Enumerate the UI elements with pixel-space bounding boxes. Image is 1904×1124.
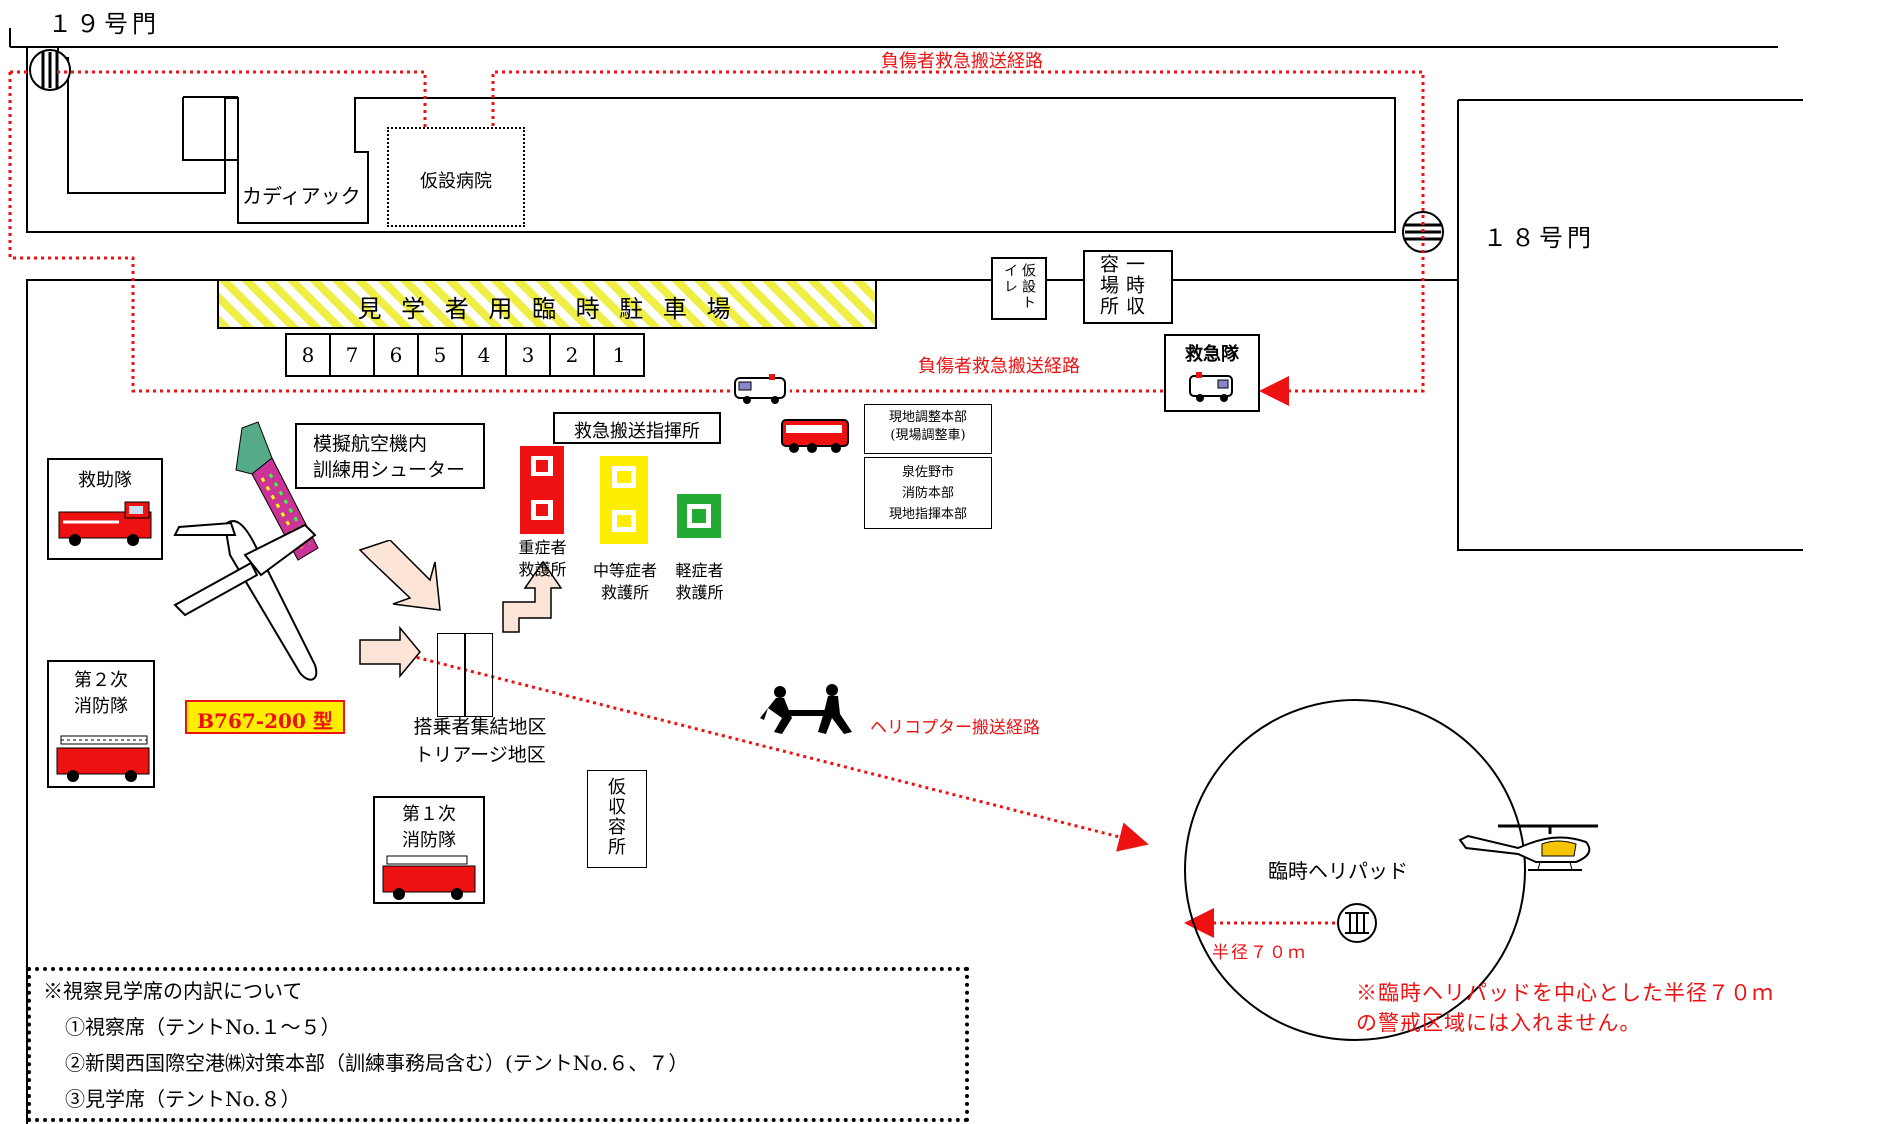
fire-truck-icon-2 xyxy=(382,855,476,900)
ambulance-route-label-top: 負傷者救急搬送経路 xyxy=(881,51,1043,72)
tent-3: 3 xyxy=(505,333,551,377)
parking-stripes xyxy=(219,281,875,327)
onsite-coordination-hq-label: 現地調整本部 (現場調整車) xyxy=(888,410,967,443)
ambulance-command-post: 救急搬送指揮所 xyxy=(553,412,721,444)
gate-19-label: １９号門 xyxy=(48,10,160,38)
second-fire-team-label: 第２次 消防隊 xyxy=(74,670,128,717)
temporary-toilet-label: 仮設トイレ xyxy=(1002,263,1036,311)
ambulance-vehicle-icon xyxy=(734,374,786,404)
moderate-aid-icon xyxy=(600,456,648,544)
cadiac-label: カディアック xyxy=(242,184,361,208)
notes-item-1: ①視察席（テントNo.１～５） xyxy=(65,1015,341,1039)
moderate-aid-label: 中等症者 救護所 xyxy=(592,561,657,602)
second-fire-team-box: 第２次 消防隊 xyxy=(47,660,155,788)
triage-area xyxy=(437,633,493,717)
temporary-hospital-label: 仮設病院 xyxy=(420,171,492,192)
visitor-parking: 見 学 者 用 臨 時 駐 車 場 xyxy=(217,279,877,329)
tent-2: 2 xyxy=(549,333,595,377)
ambulance-command-post-label: 救急搬送指揮所 xyxy=(574,421,700,442)
ambulance-icon xyxy=(1189,372,1233,402)
heliport-h-icon xyxy=(1337,903,1377,943)
minor-aid-label: 軽症者 救護所 xyxy=(675,561,724,602)
command-bus-icon xyxy=(781,419,849,453)
first-fire-team-box: 第１次 消防隊 xyxy=(373,796,485,904)
tent-8: 8 xyxy=(285,333,331,377)
tent-7: 7 xyxy=(329,333,375,377)
ambulance-team-label: 救急隊 xyxy=(1185,344,1239,365)
triage-label: 搭乗者集結地区 トリアージ地区 xyxy=(413,716,547,766)
temporary-hospital: 仮設病院 xyxy=(387,127,525,227)
aircraft-icon xyxy=(173,520,318,681)
tent-4: 4 xyxy=(461,333,507,377)
heliport-warning: ※臨時ヘリパッドを中心とした半径７０ｍ の警戒区域には入れません。 xyxy=(1356,981,1774,1035)
ambulance-team-box: 救急隊 xyxy=(1164,334,1260,412)
notes-box: ※視察見学席の内訳について ①視察席（テントNo.１～５） ②新関西国際空港㈱対… xyxy=(27,967,969,1122)
rescue-team-label: 救助隊 xyxy=(78,470,132,491)
training-chute-box: 模擬航空機内 訓練用シューター xyxy=(295,423,485,489)
helicopter-route-label: ヘリコプター搬送経路 xyxy=(870,718,1040,738)
aircraft-label: B767-200 型 xyxy=(197,709,333,733)
temporary-toilet: 仮設トイレ xyxy=(991,257,1047,320)
first-fire-team-label: 第１次 消防隊 xyxy=(402,804,456,851)
tent-6: 6 xyxy=(373,333,419,377)
temporary-storage-field-label: 仮収容所 xyxy=(605,777,626,857)
helicopter-icon xyxy=(1458,824,1598,871)
notes-item-3: ③見学席（テントNo.８） xyxy=(65,1087,301,1111)
temporary-storage-field: 仮収容所 xyxy=(587,770,647,868)
aircraft-label-box: B767-200 型 xyxy=(185,700,345,734)
severe-aid-label: 重症者 救護所 xyxy=(518,538,567,579)
tent-1: 1 xyxy=(593,333,645,377)
minor-aid-icon xyxy=(677,494,721,538)
fire-truck-icon xyxy=(58,501,152,546)
temporary-storage-top-label: 一時収容場所 xyxy=(1097,254,1145,317)
notes-title: ※視察見学席の内訳について xyxy=(43,979,303,1003)
gate-18-label: １８号門 xyxy=(1483,224,1595,252)
stretcher-team-icon xyxy=(760,684,852,734)
flow-arrows xyxy=(358,540,563,679)
temporary-storage-top: 一時収容場所 xyxy=(1083,250,1173,324)
training-chute-label: 模擬航空機内 訓練用シューター xyxy=(313,433,466,481)
tent-5: 5 xyxy=(417,333,463,377)
fire-dept-hq: 泉佐野市 消防本部 現地指揮本部 xyxy=(864,457,992,529)
ladder-truck-icon xyxy=(56,735,150,782)
notes-item-2: ②新関西国際空港㈱対策本部（訓練事務局含む）(テントNo.６、７） xyxy=(65,1051,689,1075)
rescue-team-box: 救助隊 xyxy=(47,458,163,560)
heliport-radius-label: 半径７０ｍ xyxy=(1212,943,1307,963)
fire-dept-hq-label: 泉佐野市 消防本部 現地指揮本部 xyxy=(888,465,967,522)
visitor-parking-title: 見 学 者 用 臨 時 駐 車 場 xyxy=(357,295,737,323)
onsite-coordination-hq: 現地調整本部 (現場調整車) xyxy=(864,404,992,454)
ambulance-route-label-mid: 負傷者救急搬送経路 xyxy=(918,356,1080,377)
heliport-label: 臨時ヘリパッド xyxy=(1268,859,1408,883)
severe-aid-icon xyxy=(520,446,564,534)
